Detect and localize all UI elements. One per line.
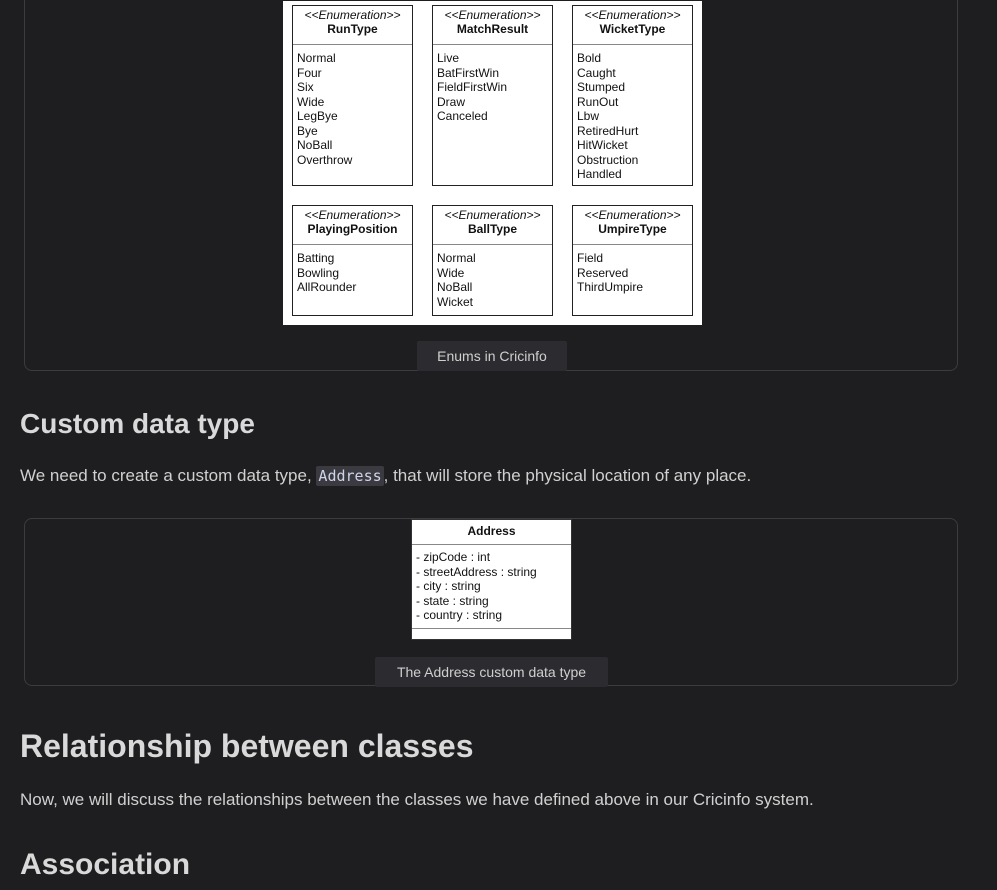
enum-values: Normal Wide NoBall Wicket (437, 251, 476, 309)
enum-values: Normal Four Six Wide LegBye Bye NoBall O… (297, 51, 352, 167)
enum-value: Handled (577, 167, 622, 181)
enum-values: Live BatFirstWin FieldFirstWin Draw Canc… (437, 51, 507, 124)
figure-caption: The Address custom data type (375, 657, 608, 687)
enum-stereotype: <<Enumeration>> (304, 208, 401, 222)
enum-value: RetiredHurt (577, 123, 639, 138)
enum-value: Normal (297, 51, 336, 65)
enum-value: Canceled (437, 109, 488, 123)
paragraph-text: , that will store the physical location … (383, 466, 752, 485)
enum-value: Wicket (437, 294, 473, 309)
enums-diagram: <<Enumeration>> RunType Normal Four Six … (283, 1, 702, 325)
enum-name: BallType (467, 222, 518, 236)
enum-box-runtype: <<Enumeration>> RunType Normal Four Six … (292, 5, 413, 186)
enum-value: Six (297, 80, 314, 94)
enum-stereotype: <<Enumeration>> (444, 8, 541, 22)
section-heading-association: Association (20, 848, 191, 881)
enum-value: Reserved (577, 265, 629, 280)
enum-value: NoBall (437, 280, 473, 294)
enum-values: Batting Bowling AllRounder (297, 251, 356, 295)
enum-stereotype: <<Enumeration>> (444, 208, 541, 222)
enum-value: RunOut (577, 94, 619, 109)
class-attribute: - zipCode : int (416, 550, 491, 564)
enum-value: Stumped (577, 80, 626, 94)
section-heading-relationship: Relationship between classes (20, 728, 474, 764)
section-heading-custom-data-type: Custom data type (20, 408, 255, 439)
custom-data-type-paragraph: We need to create a custom data type, Ad… (20, 466, 751, 486)
enum-value: Field (577, 251, 604, 265)
enum-stereotype: <<Enumeration>> (584, 8, 681, 22)
paragraph-text: We need to create a custom data type, (20, 466, 317, 485)
enum-value: Lbw (577, 109, 600, 123)
enum-value: Four (297, 65, 322, 80)
enum-box-umpiretype: <<Enumeration>> UmpireType Field Reserve… (572, 205, 693, 316)
enum-box-matchresult: <<Enumeration>> MatchResult Live BatFirs… (432, 5, 553, 186)
enum-value: Live (437, 51, 460, 65)
enum-value: LegBye (297, 109, 338, 123)
enum-name: WicketType (599, 22, 666, 36)
class-attribute: - streetAddress : string (416, 564, 537, 579)
class-attribute: - state : string (416, 593, 489, 608)
enum-value: Wide (437, 265, 465, 280)
enum-value: Bowling (297, 265, 340, 280)
enum-value: Caught (577, 65, 616, 80)
inline-code: Address (316, 466, 384, 486)
enum-value: FieldFirstWin (437, 80, 508, 94)
enum-value: Batting (297, 251, 335, 265)
class-name: Address (467, 524, 516, 538)
enum-value: Bold (577, 51, 602, 65)
enum-box-wickettype: <<Enumeration>> WicketType Bold Caught S… (572, 5, 693, 186)
enum-value: Wide (297, 94, 325, 109)
enum-box-balltype: <<Enumeration>> BallType Normal Wide NoB… (432, 205, 553, 316)
enum-name: PlayingPosition (307, 222, 398, 236)
figure-caption: Enums in Cricinfo (417, 341, 567, 371)
enum-value: HitWicket (577, 138, 628, 152)
enum-value: Draw (437, 94, 466, 109)
enum-values: Field Reserved ThirdUmpire (577, 251, 643, 295)
enum-stereotype: <<Enumeration>> (304, 8, 401, 22)
class-attribute: - city : string (416, 579, 481, 593)
enum-value: Normal (437, 251, 476, 265)
enum-value: Obstruction (577, 152, 639, 167)
class-attribute: - country : string (416, 608, 503, 622)
address-class-box: Address - zipCode : int - streetAddress … (411, 519, 572, 640)
class-attributes: - zipCode : int - streetAddress : string… (416, 550, 537, 623)
enum-stereotype: <<Enumeration>> (584, 208, 681, 222)
enum-value: Bye (297, 123, 318, 138)
enum-box-playingposition: <<Enumeration>> PlayingPosition Batting … (292, 205, 413, 316)
enum-value: ThirdUmpire (577, 280, 644, 294)
enum-name: RunType (327, 22, 378, 36)
enum-value: NoBall (297, 138, 333, 152)
address-diagram: Address - zipCode : int - streetAddress … (411, 519, 572, 640)
address-figure: Address - zipCode : int - streetAddress … (24, 518, 958, 687)
relationship-paragraph: Now, we will discuss the relationships b… (20, 790, 814, 809)
enum-value: Overthrow (297, 152, 353, 167)
enum-name: UmpireType (598, 222, 667, 236)
enum-value: AllRounder (297, 280, 357, 294)
enum-values: Bold Caught Stumped RunOut Lbw RetiredHu… (577, 51, 638, 182)
enum-name: MatchResult (456, 22, 529, 36)
enum-value: BatFirstWin (437, 65, 500, 80)
enums-figure: <<Enumeration>> RunType Normal Four Six … (24, 0, 958, 371)
